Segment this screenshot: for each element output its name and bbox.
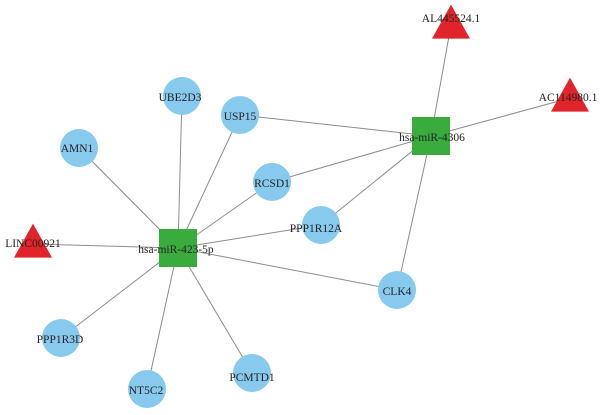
edge-mir423-nt5c2 [146, 247, 179, 390]
node-ppp1r3d-circle [42, 319, 80, 357]
edge-mir423-usp15 [177, 114, 241, 249]
node-layer [14, 4, 589, 408]
node-nt5c2-circle [128, 370, 166, 408]
node-label-mir423: hsa-miR-423-5p [138, 244, 214, 256]
edge-mir4306-usp15 [239, 114, 432, 137]
node-label-pcmtd1: PCMTD1 [229, 372, 275, 384]
node-ppp1r12a-circle [302, 206, 340, 244]
edge-mir4306-ac114980 [430, 97, 571, 137]
label-layer: hsa-miR-423-5p hsa-miR-4306 AL445524.1AC11… [5, 13, 597, 397]
edge-mir423-ppp1r12a [177, 224, 322, 249]
node-label-linc00921: LINC00921 [5, 238, 61, 250]
edge-mir423-ube2d3 [177, 95, 183, 249]
node-rcsd1-circle [253, 163, 291, 201]
node-label-rcsd1: RCSD1 [254, 178, 290, 190]
node-label-ppp1r3d: PPP1R3D [37, 334, 84, 346]
node-mir423-square [159, 229, 197, 267]
node-usp15-circle [221, 96, 259, 134]
node-label-mir4306: hsa-miR-4306 [399, 132, 465, 144]
node-amn1-circle [60, 129, 98, 167]
node-ac114980-triangle [551, 77, 589, 112]
edge-mir423-linc00921 [32, 243, 179, 249]
node-al445524-triangle [432, 4, 470, 39]
node-label-ppp1r12a: PPP1R12A [290, 223, 343, 235]
node-label-al445524: AL445524.1 [422, 13, 481, 25]
node-ube2d3-circle [163, 77, 201, 115]
node-label-nt5c2: NT5C2 [129, 385, 164, 397]
node-pcmtd1-circle [233, 354, 271, 392]
node-clk4-circle [378, 271, 416, 309]
node-mir4306-square [412, 117, 450, 155]
edge-mir423-clk4 [177, 247, 398, 291]
node-label-amn1: AMN1 [61, 143, 94, 155]
node-linc00921-triangle [14, 223, 52, 258]
node-label-clk4: CLK4 [383, 286, 412, 298]
edge-mir423-ppp1r3d [60, 247, 179, 339]
edge-mir4306-rcsd1 [271, 135, 432, 183]
node-label-ac114980: AC114980.1 [539, 92, 598, 104]
edge-mir423-pcmtd1 [177, 247, 253, 374]
node-label-ube2d3: UBE2D3 [159, 92, 202, 104]
edge-mir4306-clk4 [396, 135, 432, 291]
node-label-usp15: USP15 [224, 111, 257, 123]
edge-layer [32, 24, 571, 390]
